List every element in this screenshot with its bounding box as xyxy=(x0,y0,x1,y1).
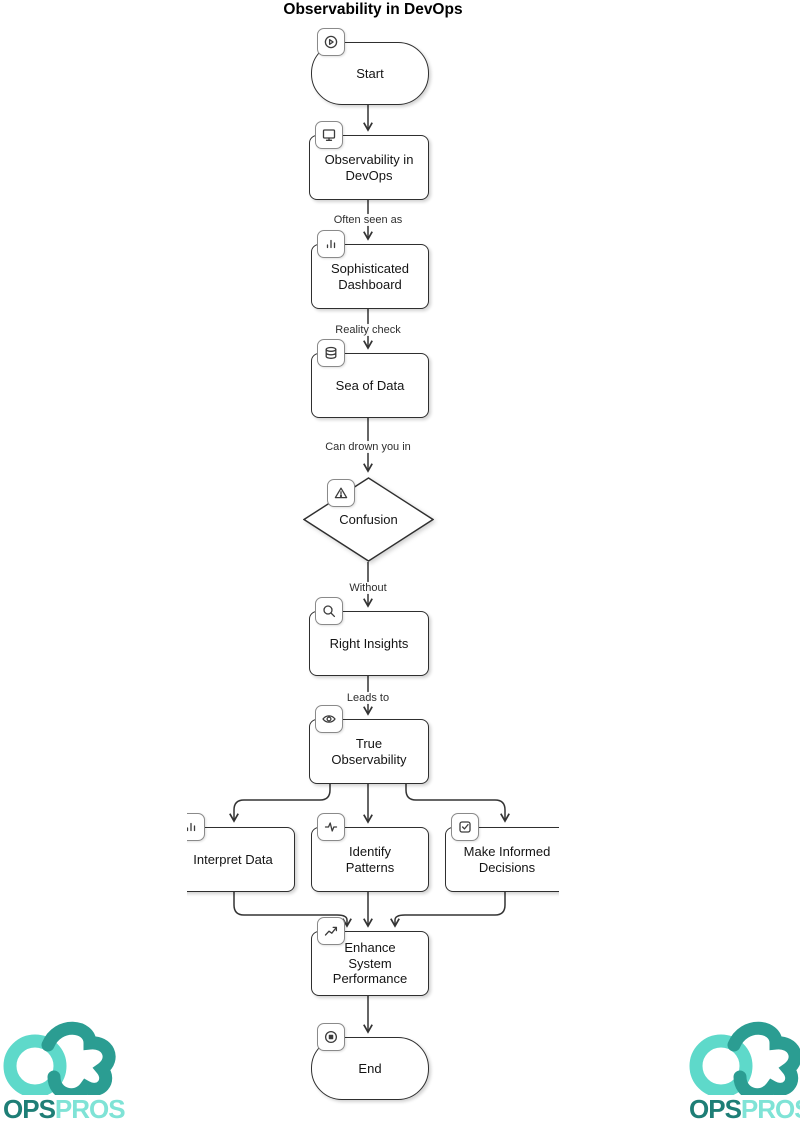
opspros-wordmark: OPSPROS xyxy=(3,1094,126,1125)
node-label: Identify Patterns xyxy=(345,843,395,875)
node-label: Observability in DevOps xyxy=(324,151,414,183)
node-observability-in-devops: Observability in DevOps xyxy=(309,135,429,200)
play-icon xyxy=(317,28,345,56)
bar-chart-icon xyxy=(187,813,205,841)
wordmark-pros: PROS xyxy=(54,1094,126,1124)
wordmark-pros: PROS xyxy=(740,1094,800,1124)
node-label: Start xyxy=(356,65,384,81)
opspros-cloud-infinity-icon xyxy=(689,1021,800,1095)
node-label: Sophisticated Dashboard xyxy=(330,260,410,292)
node-label: Confusion xyxy=(339,511,398,527)
edge-interpret-enhance xyxy=(233,890,352,928)
bar-chart-icon xyxy=(317,230,345,258)
search-icon xyxy=(315,597,343,625)
node-label: Right Insights xyxy=(329,635,409,651)
edge-label-leads-to: Leads to xyxy=(343,691,393,705)
check-square-icon xyxy=(451,813,479,841)
edge-label-without: Without xyxy=(346,581,390,595)
edge-label-can-drown-you-in: Can drown you in xyxy=(322,440,414,454)
warning-icon xyxy=(327,479,355,507)
database-icon xyxy=(317,339,345,367)
edge-trueobs-decisions xyxy=(405,782,510,823)
opspros-logo: OPSPROS xyxy=(688,1013,800,1131)
opspros-logo: OPSPROS xyxy=(2,1013,132,1131)
node-label: Interpret Data xyxy=(193,851,273,867)
node-label: True Observability xyxy=(331,735,407,767)
page-title: Observability in DevOps xyxy=(283,1,463,18)
edge-trueobs-interpret xyxy=(229,782,331,823)
edge-label-often-seen-as: Often seen as xyxy=(330,213,406,227)
node-label: End xyxy=(358,1060,382,1076)
activity-icon xyxy=(317,813,345,841)
opspros-wordmark: OPSPROS xyxy=(689,1094,800,1125)
node-label: Enhance System Performance xyxy=(332,939,408,987)
flowchart-diagram: Often seen as Reality check Can drown yo… xyxy=(187,0,559,1110)
wordmark-ops: OPS xyxy=(689,1094,742,1124)
eye-icon xyxy=(315,705,343,733)
opspros-cloud-infinity-icon xyxy=(3,1021,116,1095)
node-label: Make Informed Decisions xyxy=(463,843,551,875)
node-enhance-system-performance: Enhance System Performance xyxy=(311,931,429,996)
node-interpret-data: Interpret Data xyxy=(187,827,295,892)
node-label: Sea of Data xyxy=(335,377,405,393)
monitor-icon xyxy=(315,121,343,149)
wordmark-ops: OPS xyxy=(3,1094,56,1124)
node-sea-of-data: Sea of Data xyxy=(311,353,429,418)
stop-circle-icon xyxy=(317,1023,345,1051)
trending-up-icon xyxy=(317,917,345,945)
edge-label-reality-check: Reality check xyxy=(332,323,404,337)
node-confusion: Confusion xyxy=(303,477,434,562)
edge-decisions-enhance xyxy=(390,890,506,928)
